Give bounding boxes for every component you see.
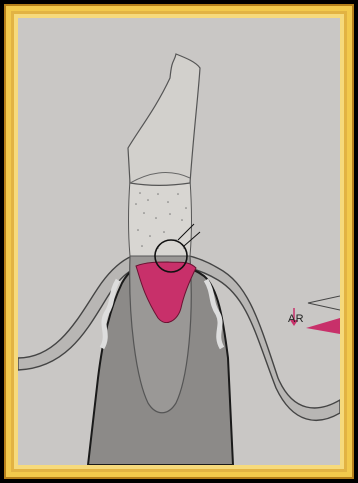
ar-label: AR [288, 313, 304, 325]
tooth-diagram [18, 18, 340, 465]
wedge-magenta [306, 318, 340, 334]
wedge-outline [308, 296, 340, 310]
tooth-crown [128, 54, 200, 185]
diagram-panel: AR [18, 18, 340, 465]
